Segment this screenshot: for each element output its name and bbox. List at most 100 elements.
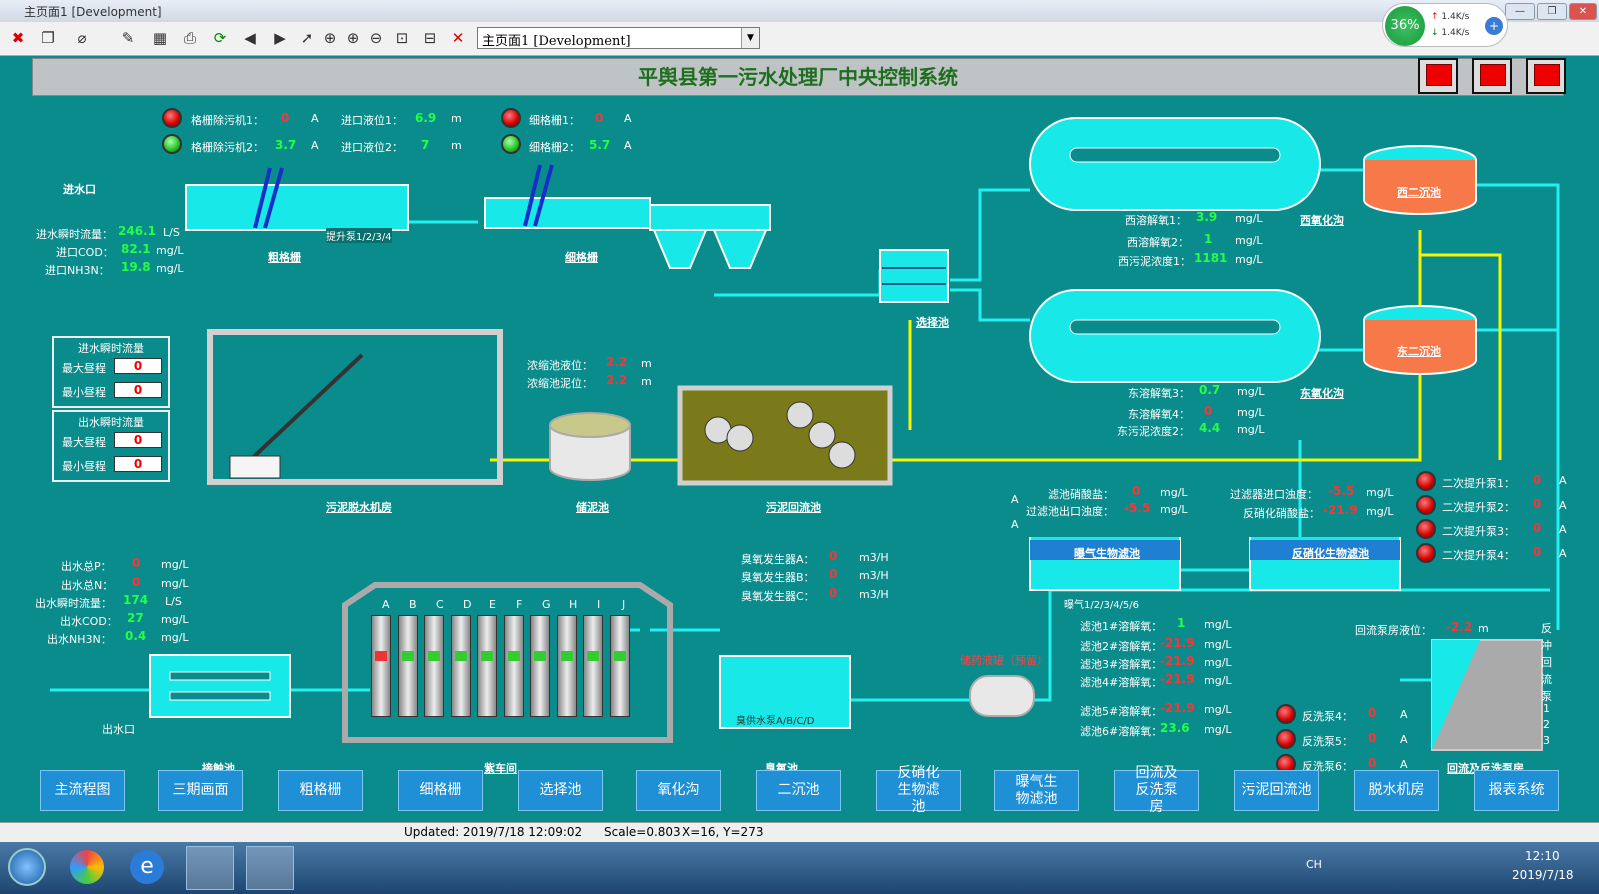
nav-selection-tank[interactable]: 选择池 <box>518 770 603 811</box>
nav-phase3[interactable]: 三期画面 <box>158 770 243 811</box>
attach-icon[interactable]: ⌀ <box>77 29 87 47</box>
zoom-in-icon[interactable]: ⊕ <box>346 29 360 47</box>
alarm-light-2[interactable] <box>1472 58 1512 94</box>
uv-lamp-unit[interactable] <box>609 615 630 717</box>
backwash-pump-unit: A <box>1400 708 1408 721</box>
outlet-nh3n-label: 出水NH3N： <box>47 633 112 646</box>
outlet-nh3n-unit: mg/L <box>161 631 189 644</box>
close-icon[interactable]: ✖ <box>11 29 25 47</box>
back-icon[interactable]: ◀ <box>244 29 256 47</box>
forward-icon[interactable]: ▶ <box>274 29 286 47</box>
thickener-mud-unit: m <box>641 375 652 388</box>
uv-lamp-unit[interactable] <box>477 615 497 717</box>
west-do1-value: 3.9 <box>1196 210 1218 224</box>
fine-screen2-label: 细格栅2： <box>529 141 580 154</box>
nav-sludge-return[interactable]: 污泥回流池 <box>1234 770 1319 811</box>
nav-denitrification-filter[interactable]: 反硝化生物滤池 <box>876 765 961 815</box>
plus-icon[interactable]: + <box>1485 17 1503 35</box>
taskbar-app-1[interactable] <box>186 846 234 890</box>
coarse-motor1-label: 格栅除污机1： <box>191 114 264 127</box>
filter-do-unit: mg/L <box>1204 674 1232 687</box>
taskbar-app-2[interactable] <box>246 846 294 890</box>
nav-aeration-filter[interactable]: 曝气生物滤池 <box>994 770 1079 811</box>
close-window-button[interactable]: ✕ <box>1569 3 1597 20</box>
zoom-out-icon[interactable]: ⊖ <box>369 29 383 47</box>
alarm-light-1[interactable] <box>1418 58 1458 94</box>
west-clarifier-label[interactable]: 西二沉池 <box>1397 186 1441 199</box>
pointer-icon[interactable]: ➚ <box>300 29 314 47</box>
ie-icon[interactable]: e <box>130 850 164 884</box>
refresh-icon[interactable]: ⟳ <box>213 29 227 47</box>
edit-icon[interactable]: ✎ <box>121 29 135 47</box>
nav-oxidation-ditch[interactable]: 氧化沟 <box>636 770 721 811</box>
uv-lamp-unit[interactable] <box>397 615 418 717</box>
nav-reports[interactable]: 报表系统 <box>1474 770 1559 811</box>
uv-lamp-unit[interactable] <box>371 615 391 717</box>
uv-lamp-unit[interactable] <box>424 615 444 717</box>
clock-time[interactable]: 12:10 <box>1525 849 1560 863</box>
lift-pump-unit: A <box>1559 523 1567 536</box>
uv-channel-letter: A <box>382 598 390 611</box>
print-icon[interactable]: ⎙ <box>183 29 196 47</box>
alarm-light-3[interactable] <box>1526 58 1566 94</box>
uv-lamp-unit[interactable] <box>583 615 603 717</box>
ozone-c-value: 0 <box>829 586 838 600</box>
lift-pump-label: 二次提升泵1： <box>1442 477 1515 490</box>
sludge-tank-label[interactable]: 储泥池 <box>576 501 609 514</box>
uv-channel-letter: F <box>516 598 523 611</box>
inlet-max-value: 0 <box>114 358 162 374</box>
stop-icon[interactable]: ✕ <box>451 29 465 47</box>
keyboard-icon[interactable]: ▦ <box>152 29 168 47</box>
page-select[interactable]: 主页面1 [Development] ▼ <box>477 27 760 49</box>
minimize-button[interactable]: — <box>1505 3 1535 20</box>
sludge-return-label[interactable]: 污泥回流池 <box>766 501 821 514</box>
sludge-room-label[interactable]: 污泥脱水机房 <box>326 501 392 514</box>
lift-pump-unit: A <box>1559 547 1567 560</box>
network-widget: 36% ↑ 1.4K/s ↓ 1.4K/s + <box>1382 3 1508 47</box>
chevron-down-icon[interactable]: ▼ <box>741 28 759 48</box>
uv-lamp-unit[interactable] <box>556 615 577 717</box>
fine-screen2-value: 5.7 <box>589 138 611 152</box>
denitrification-filter-label[interactable]: 反硝化生物滤池 <box>1292 547 1369 560</box>
nav-clarifier[interactable]: 二沉池 <box>756 770 841 811</box>
language-indicator[interactable]: CH <box>1306 858 1322 871</box>
uv-channel-letter: B <box>409 598 417 611</box>
lift-pump-value: 0 <box>1533 473 1542 487</box>
inlet-nh3n-label: 进口NH3N： <box>45 264 110 277</box>
nav-dewatering-room[interactable]: 脱水机房 <box>1354 770 1439 811</box>
ozone-a-unit: m3/H <box>859 551 889 564</box>
fine-screen-label[interactable]: 细格栅 <box>565 251 598 264</box>
selection-tank-label[interactable]: 选择池 <box>916 316 949 329</box>
maximize-button[interactable]: ❐ <box>1537 3 1567 20</box>
nav-main-flow[interactable]: 主流程图 <box>40 770 125 811</box>
inlet-min-label: 最小昼程 <box>62 386 106 399</box>
nav-fine-screen[interactable]: 细格栅 <box>398 770 483 811</box>
zoom-area-icon[interactable]: ⊕ <box>323 29 337 47</box>
filter-do-value: -21.9 <box>1160 672 1195 686</box>
thickener-level-unit: m <box>641 357 652 370</box>
nav-coarse-screen[interactable]: 粗格栅 <box>278 770 363 811</box>
uv-lamp-unit[interactable] <box>530 615 550 717</box>
inlet-level2-value: 7 <box>421 138 430 152</box>
west-oxidation-ditch-label[interactable]: 西氧化沟 <box>1300 214 1344 227</box>
east-sludge-value: 4.4 <box>1199 421 1221 435</box>
backwash-pump-value: 0 <box>1368 706 1377 720</box>
clock-date[interactable]: 2019/7/18 <box>1512 868 1574 882</box>
uv-lamp-unit[interactable] <box>503 615 524 717</box>
app-icon[interactable] <box>70 850 104 884</box>
coarse-screen-label[interactable]: 粗格栅 <box>268 251 301 264</box>
start-button[interactable] <box>8 848 46 886</box>
ozone-b-label: 臭氧发生器B： <box>741 571 815 584</box>
east-clarifier-label[interactable]: 东二沉池 <box>1397 345 1441 358</box>
nav-backwash-room[interactable]: 回流及反洗泵房 <box>1114 765 1199 815</box>
zoom-reset-icon[interactable]: ⊟ <box>423 29 437 47</box>
zoom-fit-icon[interactable]: ⊡ <box>395 29 409 47</box>
windows-icon[interactable]: ❐ <box>41 29 55 47</box>
inlet-nh3n-unit: mg/L <box>156 262 184 275</box>
uv-lamp-unit[interactable] <box>450 615 471 717</box>
denitrification-nitrate-value: -21.9 <box>1323 503 1358 517</box>
uv-room-label[interactable]: 紫车间 <box>484 762 517 775</box>
aeration-filter-label[interactable]: 曝气生物滤池 <box>1074 547 1140 560</box>
east-oxidation-ditch-label[interactable]: 东氧化沟 <box>1300 387 1344 400</box>
west-do1-unit: mg/L <box>1235 212 1263 225</box>
